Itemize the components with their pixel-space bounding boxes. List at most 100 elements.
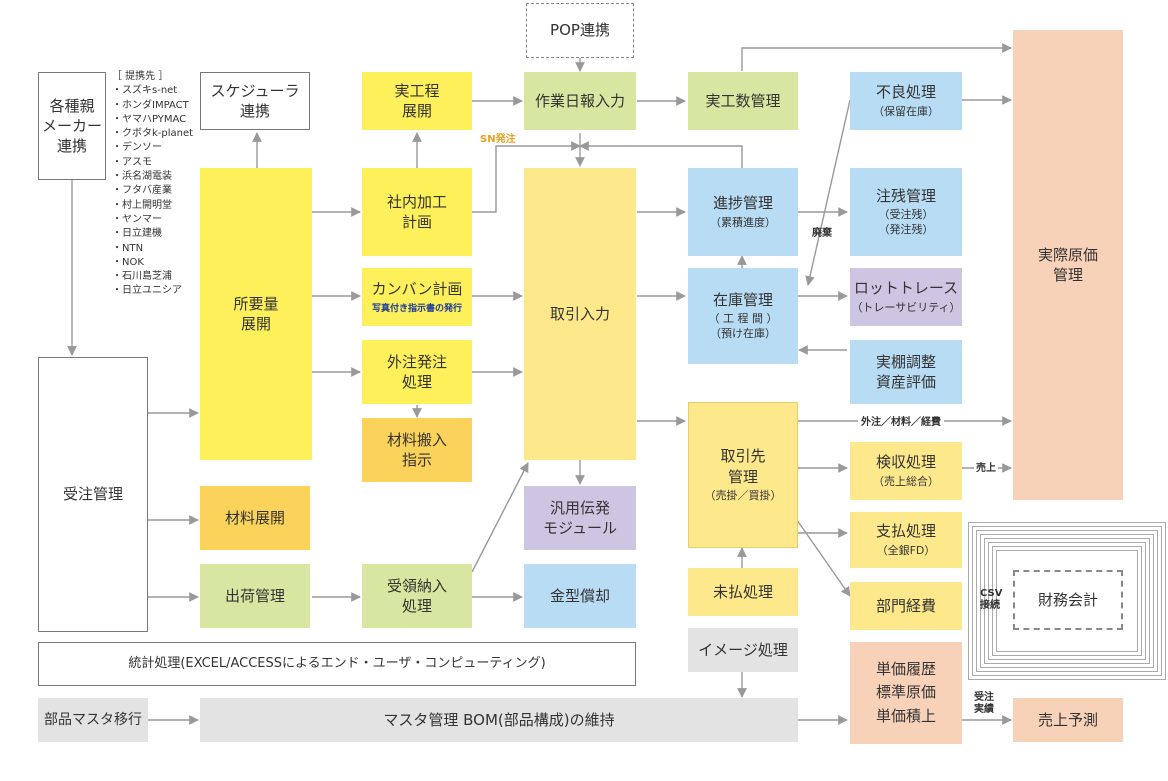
juryo-box: 受領納入 処理	[362, 564, 472, 628]
partner-item: ・NTN	[112, 242, 144, 254]
furyo-label: 不良処理	[875, 83, 936, 102]
zaiko-box: 在庫管理 （ 工 程 間 ） （預け在庫）	[688, 268, 798, 364]
zaimu-box: 財務会計	[1013, 570, 1123, 630]
sn-label: SN発注	[480, 134, 516, 145]
tanka-box: 単価履歴 標準原価 単価積上	[850, 642, 962, 744]
toukei-label: 統計処理(EXCEL/ACCESSによるエンド・ユーザ・コンピューティング)	[128, 656, 546, 672]
shoyo-box: 所要量 展開	[200, 168, 312, 460]
juchu-jisseki-label: 受注 実績	[974, 692, 994, 715]
shukka-label: 出荷管理	[224, 586, 285, 605]
shinchoku-sub: （累積進度）	[710, 215, 776, 229]
shinchoku-box: 進捗管理 （累積進度）	[688, 168, 798, 256]
chuzan-box: 注残管理 （受注残） （発注残）	[850, 168, 962, 256]
gaichu-zairyo-label: 外注／材料／経費	[858, 417, 944, 429]
jikousu-label: 実工数管理	[705, 91, 781, 110]
kanban-box: カンバン計画 写真付き指示書の発行	[362, 268, 472, 326]
partner-item: ・スズキs-net	[112, 85, 178, 97]
zaiko-label: 在庫管理	[712, 291, 773, 310]
partner-item: ・クボタk-planet	[112, 128, 194, 140]
shinchoku-label: 進捗管理	[712, 194, 773, 213]
juchu-box: 受注管理	[38, 357, 148, 632]
kenshu-sub: （売上総合）	[873, 474, 939, 488]
tanka-label: 単価履歴 標準原価 単価積上	[875, 660, 936, 725]
haiki-label: 廃棄	[812, 228, 832, 239]
partner-item: ・日立建機	[112, 228, 162, 240]
lot-box: ロットトレース （トレーサビリティ）	[850, 268, 962, 326]
juryo-label: 受領納入 処理	[386, 576, 447, 615]
kenshu-label: 検収処理	[875, 453, 936, 472]
pop-label: POP連携	[550, 21, 610, 40]
hanyo-label: 汎用伝発 モジュール	[543, 498, 617, 537]
partner-heading: ［ 提携先 ］	[112, 71, 169, 82]
uriage-yosoku-label: 売上予測	[1037, 710, 1098, 729]
torihikisaki-sub: （売掛／買掛）	[704, 488, 782, 502]
tanaoroshi-box: 実棚調整 資産評価	[850, 340, 962, 404]
juchu-label: 受注管理	[62, 485, 123, 504]
partner-item: ・ヤンマー	[112, 213, 162, 225]
partner-list: ［ 提携先 ］ ・スズキs-net ・ホンダIMPACT ・ヤマハPYMAC ・…	[112, 70, 193, 299]
csv-label: CSV 接続	[980, 588, 1003, 611]
furyo-box: 不良処理 （保留在庫）	[850, 72, 962, 130]
image-box: イメージ処理	[688, 628, 798, 672]
partner-item: ・浜名湖電装	[112, 171, 172, 183]
partner-item: ・デンソー	[112, 142, 162, 154]
shoyo-label: 所要量 展開	[233, 294, 279, 333]
zaimu-label: 財務会計	[1037, 590, 1098, 609]
sagyou-box: 作業日報入力	[524, 72, 636, 130]
shiharai-box: 支払処理 （全銀FD）	[850, 512, 962, 568]
bumon-box: 部門経費	[850, 582, 962, 630]
shiharai-label: 支払処理	[875, 522, 936, 541]
shukka-box: 出荷管理	[200, 564, 310, 628]
partner-item: ・フタバ産業	[112, 185, 172, 197]
buhin-master-label: 部品マスタ移行	[44, 711, 142, 728]
jikoutei-label: 実工程 展開	[394, 81, 440, 120]
partner-item: ・NOK	[112, 256, 144, 268]
buhin-master-box: 部品マスタ移行	[38, 698, 148, 742]
jissai-label: 実際原価 管理	[1037, 245, 1098, 284]
zairyo-hannyu-box: 材料搬入 指示	[362, 418, 472, 482]
partner-item: ・アスモ	[112, 156, 152, 168]
toukei-box: 統計処理(EXCEL/ACCESSによるエンド・ユーザ・コンピューティング)	[38, 642, 636, 686]
scheduler-label: スケジューラ 連携	[210, 81, 300, 120]
torihikisaki-label: 取引先 管理	[720, 447, 766, 486]
torihiki-box: 取引入力	[524, 168, 636, 460]
uriage-label: 売上	[974, 463, 998, 475]
gaichu-label: 外注発注 処理	[386, 352, 447, 391]
torihikisaki-box: 取引先 管理 （売掛／買掛）	[688, 402, 798, 548]
kakushu-box: 各種親 メーカー 連携	[38, 72, 106, 180]
pop-box: POP連携	[526, 3, 634, 58]
kakushu-label: 各種親 メーカー 連携	[41, 96, 102, 156]
partner-item: ・村上開明堂	[112, 199, 172, 211]
kanban-label: カンバン計画	[371, 279, 463, 298]
jikousu-box: 実工数管理	[688, 72, 798, 130]
torihiki-label: 取引入力	[549, 304, 610, 323]
jissai-box: 実際原価 管理	[1013, 30, 1123, 500]
lot-sub: （トレーサビリティ）	[851, 300, 961, 314]
jikoutei-box: 実工程 展開	[362, 72, 472, 130]
uriage-yosoku-box: 売上予測	[1013, 698, 1123, 742]
shanai-box: 社内加工 計画	[362, 168, 472, 256]
master-bom-box: マスタ管理 BOM(部品構成)の維持	[200, 698, 798, 742]
partner-item: ・ヤマハPYMAC	[112, 113, 187, 125]
kanagata-label: 金型償却	[549, 586, 610, 605]
bumon-label: 部門経費	[875, 596, 936, 615]
mibarai-box: 未払処理	[688, 568, 798, 616]
shanai-label: 社内加工 計画	[386, 192, 447, 231]
kanban-note: 写真付き指示書の発行	[371, 304, 462, 315]
partner-item: ・ホンダIMPACT	[112, 99, 189, 111]
zairyo-hannyu-label: 材料搬入 指示	[386, 430, 447, 469]
partner-item: ・日立ユニシア	[112, 285, 182, 297]
gaichu-box: 外注発注 処理	[362, 340, 472, 404]
furyo-sub: （保留在庫）	[873, 104, 939, 118]
partner-item: ・石川島芝浦	[112, 271, 172, 283]
zaiko-sub: （ 工 程 間 ） （預け在庫）	[708, 312, 778, 341]
chuzan-sub: （受注残） （発注残）	[878, 208, 934, 237]
chuzan-label: 注残管理	[875, 187, 936, 206]
kanagata-box: 金型償却	[524, 564, 636, 628]
sagyou-label: 作業日報入力	[534, 91, 625, 110]
zairyo-tenkai-label: 材料展開	[224, 508, 285, 527]
lot-label: ロットトレース	[853, 279, 959, 298]
mibarai-label: 未払処理	[712, 582, 773, 601]
zairyo-tenkai-box: 材料展開	[200, 486, 310, 550]
